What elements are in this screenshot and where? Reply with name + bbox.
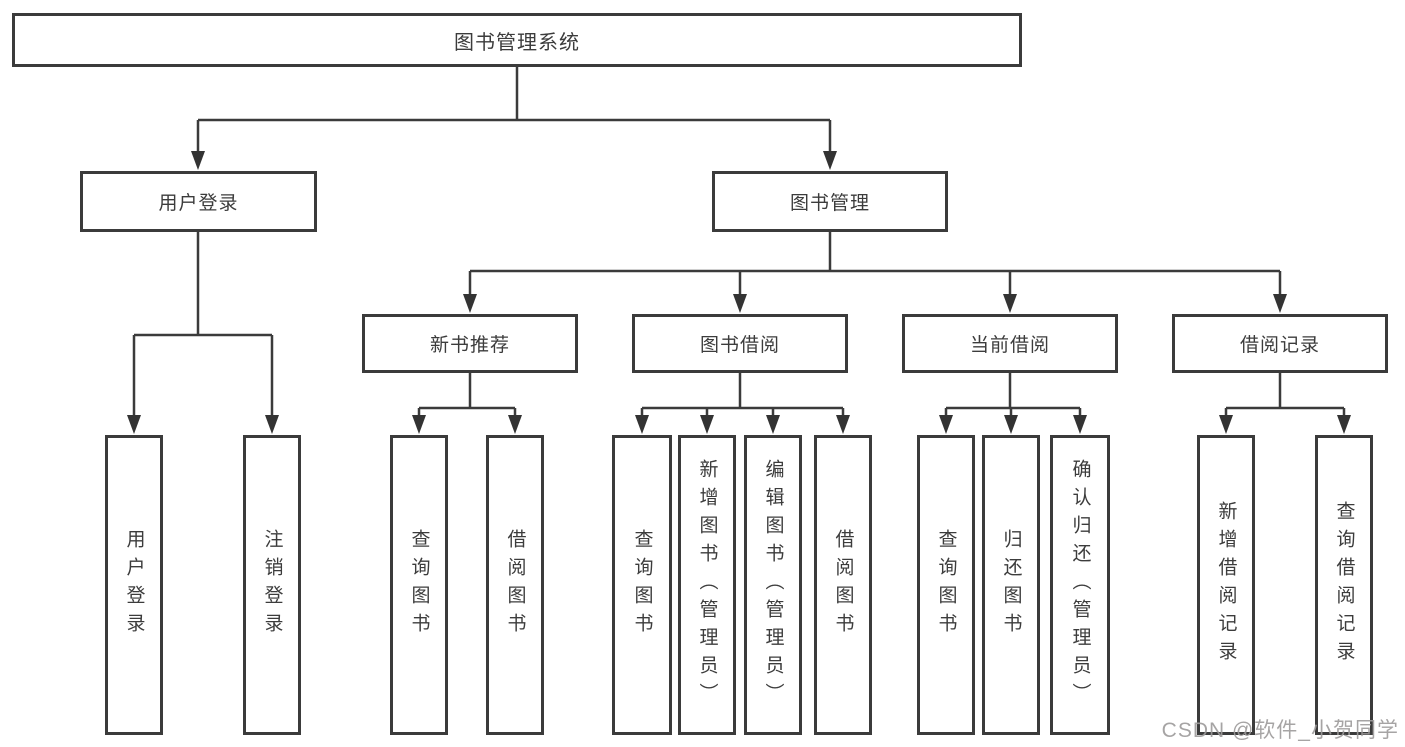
leaf-query-books-1-label: 查询图书 — [408, 529, 430, 641]
node-borrowing-records: 借阅记录 — [1172, 314, 1388, 373]
connector-current-borrow-children — [944, 373, 1082, 417]
leaf-borrow-books-1: 借阅图书 — [486, 435, 544, 735]
node-borrowing-records-label: 借阅记录 — [1239, 335, 1320, 356]
leaf-query-books-2: 查询图书 — [612, 435, 672, 735]
arrowheads-user-login-children — [127, 415, 279, 434]
connector-root-to-level1 — [196, 67, 832, 152]
arrowheads-current-borrow-children — [939, 415, 1087, 434]
connector-book-borrow-children — [640, 373, 845, 417]
arrowheads-new-book-rec-children — [412, 415, 522, 434]
leaf-logout-label: 注销登录 — [261, 529, 283, 641]
leaf-user-login: 用户登录 — [105, 435, 163, 735]
leaf-user-login-label: 用户登录 — [123, 529, 145, 641]
leaf-edit-books-admin: 编辑图书（管理员） — [744, 435, 802, 735]
leaf-return-books: 归还图书 — [982, 435, 1040, 735]
node-book-borrowing: 图书借阅 — [632, 314, 848, 373]
leaf-query-borrow-record: 查询借阅记录 — [1315, 435, 1373, 735]
connector-user-login-children — [132, 232, 274, 417]
csdn-watermark: CSDN @软件_小贺同学 — [1161, 719, 1399, 742]
leaf-query-books-3-label: 查询图书 — [935, 529, 957, 641]
leaf-add-books-admin: 新增图书（管理员） — [678, 435, 736, 735]
leaf-edit-books-admin-label: 编辑图书（管理员） — [762, 459, 784, 711]
node-new-book-recommend: 新书推荐 — [362, 314, 578, 373]
leaf-borrow-books-1-label: 借阅图书 — [504, 529, 526, 641]
leaf-query-books-2-label: 查询图书 — [631, 529, 653, 641]
leaf-add-books-admin-label: 新增图书（管理员） — [696, 459, 718, 711]
leaf-query-books-3: 查询图书 — [917, 435, 975, 735]
node-root-system-label: 图书管理系统 — [454, 31, 580, 54]
node-book-management: 图书管理 — [712, 171, 948, 232]
leaf-return-books-label: 归还图书 — [1000, 529, 1022, 641]
arrowheads-borrow-records-children — [1219, 415, 1351, 434]
leaf-query-borrow-record-label: 查询借阅记录 — [1333, 501, 1355, 669]
leaf-query-books-1: 查询图书 — [390, 435, 448, 735]
connector-book-mgmt-to-level2 — [468, 232, 1282, 296]
leaf-add-borrow-record-label: 新增借阅记录 — [1215, 501, 1237, 669]
connector-new-book-rec-children — [417, 373, 517, 417]
node-new-book-recommend-label: 新书推荐 — [429, 335, 510, 356]
node-user-login-label: 用户登录 — [158, 193, 239, 214]
leaf-borrow-books-2-label: 借阅图书 — [832, 529, 854, 641]
leaf-logout: 注销登录 — [243, 435, 301, 735]
node-user-login: 用户登录 — [80, 171, 317, 232]
node-root-system: 图书管理系统 — [12, 13, 1022, 67]
node-book-management-label: 图书管理 — [789, 193, 870, 214]
arrowheads-book-mgmt-to-level2 — [463, 294, 1287, 313]
leaf-confirm-return-admin-label: 确认归还（管理员） — [1069, 459, 1091, 711]
leaf-borrow-books-2: 借阅图书 — [814, 435, 872, 735]
leaf-confirm-return-admin: 确认归还（管理员） — [1050, 435, 1110, 735]
node-current-borrowing-label: 当前借阅 — [969, 335, 1050, 356]
arrowheads-root-to-level1 — [191, 151, 837, 170]
connector-borrow-records-children — [1224, 373, 1346, 417]
node-current-borrowing: 当前借阅 — [902, 314, 1118, 373]
arrowheads-book-borrow-children — [635, 415, 850, 434]
leaf-add-borrow-record: 新增借阅记录 — [1197, 435, 1255, 735]
node-book-borrowing-label: 图书借阅 — [699, 335, 780, 356]
